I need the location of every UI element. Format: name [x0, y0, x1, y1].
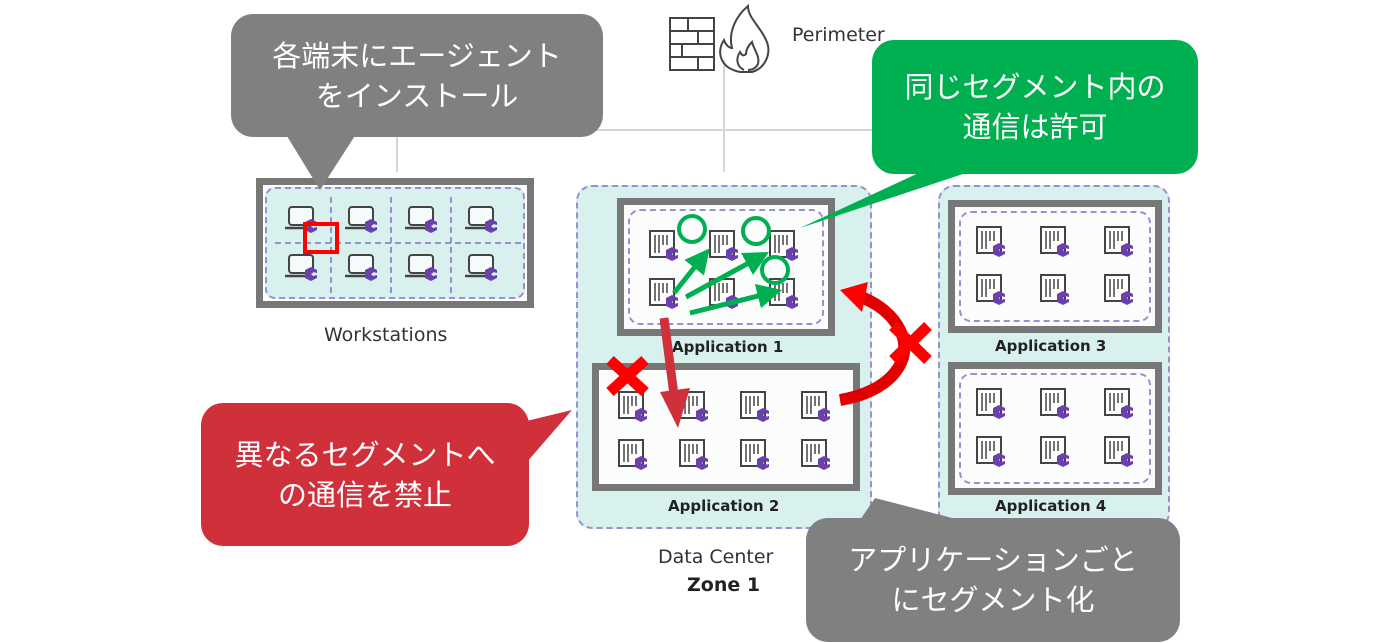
agent-icon: [993, 453, 1005, 467]
application-2-segment: [592, 363, 860, 491]
server-agent-icon: [976, 226, 1005, 257]
agent-icon: [757, 456, 769, 470]
server-agent-icon: [976, 436, 1005, 467]
laptop-agent-icon: [285, 254, 317, 281]
perimeter-node: Perimeter: [668, 2, 928, 74]
application-4-label: Application 4: [995, 497, 1107, 515]
agent-icon: [425, 267, 437, 281]
callout-segment-line2: にセグメント化: [891, 583, 1095, 617]
laptop-agent-icon: [405, 206, 437, 233]
agent-icon: [1121, 405, 1133, 419]
agent-icon: [757, 408, 769, 422]
agent-icon: [425, 219, 437, 233]
server-agent-icon: [1104, 436, 1133, 467]
agent-icon: [635, 408, 647, 422]
server-agent-icon: [618, 391, 647, 422]
workstations-zone: [265, 187, 525, 299]
zone-label: Zone 1: [687, 574, 761, 596]
application-1-label: Application 1: [672, 338, 784, 356]
laptop-agent-icon: [465, 206, 497, 233]
agent-icon: [365, 219, 377, 233]
callout-deny-other-segment: 異なるセグメントへ の通信を禁止: [201, 403, 529, 546]
agent-icon: [696, 456, 708, 470]
server-agent-icon: [1040, 436, 1069, 467]
highlight-agent-box: [303, 222, 339, 254]
server-agent-icon: [1104, 274, 1133, 305]
agent-icon: [635, 456, 647, 470]
callout-segment-per-app: アプリケーションご​と にセグメント化: [806, 518, 1180, 642]
agent-icon: [1057, 291, 1069, 305]
agent-icon: [1057, 243, 1069, 257]
callout-allow-line2: 通信は許可: [962, 110, 1108, 144]
application-4-segment: [948, 362, 1162, 495]
server-agent-icon: [740, 439, 769, 470]
application-3-label: Application 3: [995, 337, 1107, 355]
application-3-servers: [976, 226, 1133, 305]
server-agent-icon: [649, 278, 678, 309]
server-agent-icon: [1104, 226, 1133, 257]
callout-deny-line2: の通信を禁止: [277, 477, 452, 512]
agent-icon: [818, 408, 830, 422]
workstation-grid: [275, 197, 521, 293]
laptop-agent-icon: [345, 206, 377, 233]
callout-deny-line1: 異なるセグメントへ: [234, 437, 496, 472]
application-2-label: Application 2: [668, 497, 780, 515]
agent-icon: [1057, 405, 1069, 419]
callout-install-agent: 各端末にエージェント をインストール: [231, 14, 603, 137]
server-agent-icon: [679, 439, 708, 470]
callout-allow-line1: 同じセグメント内の: [904, 70, 1166, 104]
server-agent-icon: [1040, 274, 1069, 305]
application-1-inner: [628, 209, 824, 325]
application-3-segment: [948, 200, 1162, 333]
laptop-agent-icon: [345, 254, 377, 281]
workstations-segment: [256, 178, 534, 308]
agent-icon: [365, 267, 377, 281]
server-agent-icon: [618, 439, 647, 470]
agent-icon: [786, 295, 798, 309]
agent-icon: [485, 267, 497, 281]
agent-icon: [666, 295, 678, 309]
data-center-label: Data Center: [658, 546, 774, 568]
application-4-servers: [976, 388, 1133, 467]
server-agent-icon: [976, 274, 1005, 305]
agent-icon: [1121, 291, 1133, 305]
laptop-agent-icon: [465, 254, 497, 281]
server-agent-icon: [649, 230, 678, 261]
agent-icon: [993, 291, 1005, 305]
agent-icon: [305, 267, 317, 281]
server-agent-icon: [1040, 388, 1069, 419]
server-agent-icon: [1104, 388, 1133, 419]
server-agent-icon: [740, 391, 769, 422]
agent-icon: [1121, 453, 1133, 467]
firewall-icon: [669, 3, 770, 73]
server-agent-icon: [769, 230, 798, 261]
workstations-label: Workstations: [324, 324, 448, 346]
server-agent-icon: [976, 388, 1005, 419]
agent-icon: [485, 219, 497, 233]
server-agent-icon: [709, 230, 738, 261]
application-4-inner: [959, 373, 1151, 484]
callout-allow-same-segment: 同じセグメント内の 通信は許可: [872, 40, 1198, 174]
agent-icon: [696, 408, 708, 422]
callout-install-agent-line2: をインストール: [315, 78, 519, 113]
laptop-agent-icon: [405, 254, 437, 281]
agent-icon: [818, 456, 830, 470]
server-agent-icon: [801, 391, 830, 422]
perimeter-label: Perimeter: [792, 24, 885, 46]
callout-install-agent-line1: 各端末にエージェント: [272, 38, 562, 73]
application-3-inner: [959, 211, 1151, 322]
agent-icon: [993, 405, 1005, 419]
application-2-servers: [618, 391, 830, 470]
agent-icon: [1121, 243, 1133, 257]
callout-segment-line1: アプリケーションご​と: [848, 543, 1138, 577]
agent-icon: [1057, 453, 1069, 467]
server-agent-icon: [1040, 226, 1069, 257]
server-agent-icon: [801, 439, 830, 470]
agent-icon: [993, 243, 1005, 257]
